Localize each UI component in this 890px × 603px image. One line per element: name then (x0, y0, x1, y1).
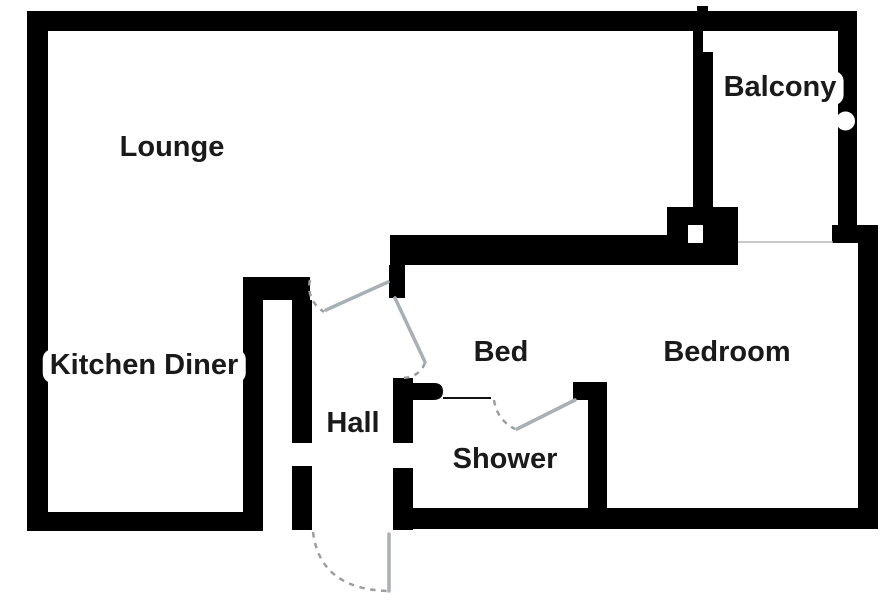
wall-shower-left-lower (393, 468, 413, 530)
wall-hall-left-lower (292, 466, 312, 530)
wall-hall-left-upper (292, 300, 312, 443)
door-swing-arcs (308, 279, 516, 593)
wall-right-corner-block (832, 225, 878, 243)
lounge-hall-door-arc (308, 279, 325, 314)
shower-door-leaf (515, 398, 577, 431)
lounge-hall-door-leaf (324, 280, 390, 312)
room-label-bedroom: Bedroom (656, 336, 798, 370)
bedroom-door-leaf (393, 296, 427, 364)
wall-shower-left-upper (393, 378, 413, 443)
wall-kitchen-right (243, 277, 263, 512)
room-label-balcony: Balcony (716, 71, 844, 105)
wall-left (27, 11, 48, 531)
front-door-arc (311, 531, 389, 593)
bedroom-door-arc (400, 362, 427, 380)
wall-top (27, 11, 857, 31)
room-label-kitchen-diner: Kitchen Diner (42, 349, 246, 383)
wall-shower-right (588, 400, 607, 508)
room-label-shower: Shower (445, 443, 565, 477)
wall-right (858, 243, 878, 528)
wall-balcony-divider-bump (697, 6, 708, 12)
wall-kitchen-cap (243, 277, 310, 300)
door-leaves (324, 280, 577, 593)
junction-window-hole (688, 225, 703, 243)
wall-openings (688, 111, 855, 243)
wall-balcony-divider-top (693, 28, 703, 53)
shower-door-arc (492, 399, 516, 431)
room-label-lounge: Lounge (112, 131, 232, 165)
wall-balcony-divider (693, 52, 713, 210)
room-label-bed: Bed (466, 336, 536, 370)
balcony-door-notch (836, 111, 855, 131)
wall-kitchen-bottom (27, 512, 263, 531)
wall-bottom-right (412, 508, 878, 529)
wall-bedroom-door-stub (389, 265, 405, 298)
room-label-hall: Hall (319, 407, 387, 441)
wall-shower-top-stub (413, 383, 443, 400)
wall-shower-right-stub (573, 382, 607, 400)
